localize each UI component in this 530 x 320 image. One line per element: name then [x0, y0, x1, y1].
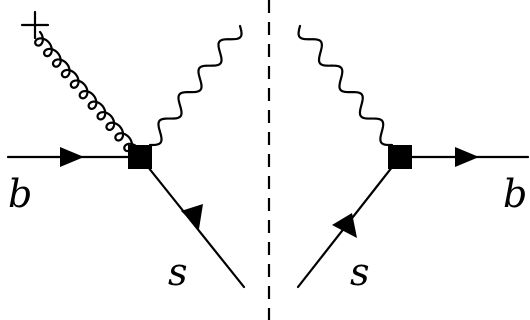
right-vertex: [388, 145, 412, 169]
left-b-arrow: [60, 147, 84, 167]
label-b-in: b: [8, 172, 32, 216]
left-vertex: [128, 145, 152, 169]
label-b-out: b: [503, 172, 527, 216]
photon-line-left: [148, 24, 243, 147]
left-s-arrow: [181, 204, 203, 229]
right-s-arrow: [332, 213, 357, 238]
photon-line-right: [297, 24, 394, 147]
right-fermion-line: [296, 147, 530, 289]
left-fermion-line: [6, 147, 246, 289]
label-s-left: s: [168, 250, 188, 294]
label-s-right: s: [350, 250, 370, 294]
right-b-arrow: [455, 147, 479, 167]
gluon-endpoint-cross: [20, 10, 50, 40]
gluon-line: [34, 30, 140, 153]
